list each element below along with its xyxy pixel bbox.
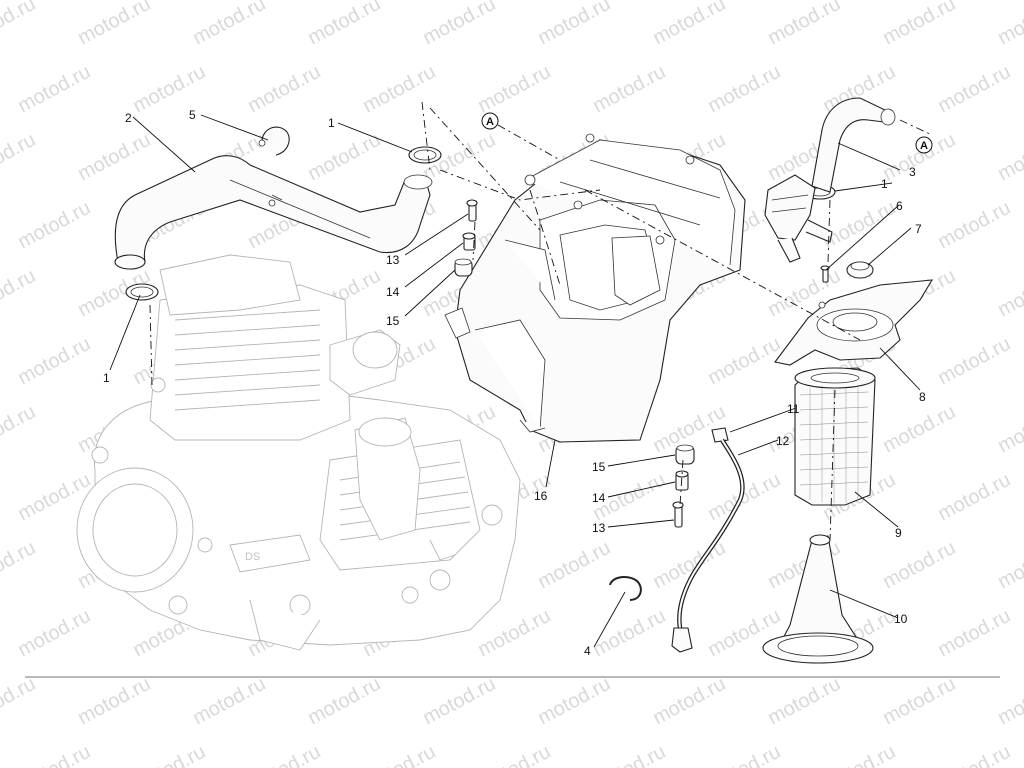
callout-5: 5	[189, 108, 196, 122]
filter-cover-8	[774, 279, 934, 366]
grommet-15-top	[454, 258, 473, 277]
callout-1-left: 1	[103, 371, 110, 385]
clip-4	[609, 576, 642, 601]
airbox-16	[444, 133, 746, 443]
callout-2: 2	[125, 111, 132, 125]
hose-clip-5	[258, 126, 290, 156]
intake-funnel-10	[762, 534, 874, 664]
callout-9: 9	[895, 526, 902, 540]
spacer-14-bottom	[675, 470, 689, 491]
breather-hose	[114, 155, 433, 270]
hose-clamp-left	[125, 283, 159, 301]
reference-mark-a-right: A	[915, 136, 933, 154]
callout-11: 11	[787, 402, 800, 416]
callout-15-top: 15	[386, 314, 400, 328]
engine-badge: DS	[245, 551, 260, 563]
reference-mark-a-left: A	[481, 112, 499, 130]
callout-3: 3	[909, 165, 916, 179]
spacer-14-top	[462, 232, 476, 251]
callout-14-top: 14	[386, 285, 400, 299]
fitting-11	[711, 427, 729, 443]
callout-1-right: 1	[881, 177, 888, 191]
callout-16: 16	[534, 489, 548, 503]
callout-7: 7	[915, 222, 922, 236]
callout-14-bottom: 14	[592, 491, 606, 505]
hose-clamp-top	[408, 146, 442, 164]
callout-13-bottom: 13	[592, 521, 606, 535]
callout-13-top: 13	[386, 253, 400, 267]
callout-8: 8	[919, 390, 926, 404]
callout-6: 6	[896, 199, 903, 213]
callout-4: 4	[584, 644, 591, 658]
assembly-axes	[149, 101, 933, 541]
callout-10: 10	[894, 612, 908, 626]
solenoid-valve	[764, 174, 833, 263]
bolt-13-top	[466, 199, 478, 222]
drain-tube-12	[671, 438, 745, 653]
bolt-13-bottom	[672, 501, 684, 528]
svg-text:A: A	[920, 140, 928, 152]
engine-ghost: DS	[76, 254, 521, 651]
breather-hose-right	[811, 97, 896, 193]
callout-labels: 1 1 1 2 3 4 5 6 7 8 9 10 11 12 13 13 14 …	[103, 108, 926, 658]
air-filter-9	[794, 367, 876, 506]
callout-1-top: 1	[328, 116, 335, 130]
cap-7	[846, 261, 874, 279]
svg-text:A: A	[486, 116, 494, 128]
callout-15-bottom: 15	[592, 460, 606, 474]
callout-12: 12	[776, 434, 790, 448]
leader-lines	[109, 114, 921, 648]
grommet-15-bottom	[675, 444, 695, 465]
